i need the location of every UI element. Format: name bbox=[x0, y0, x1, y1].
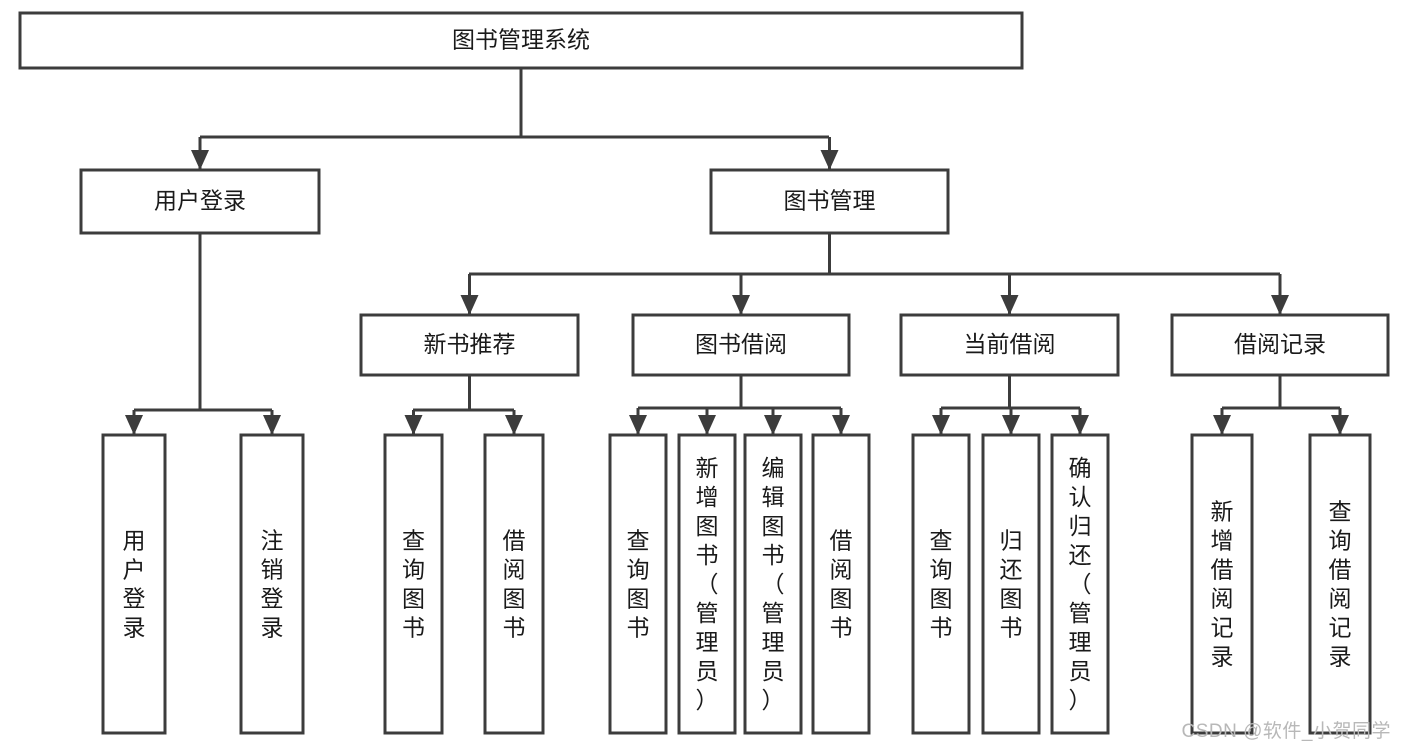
node-box-leaf-current-confirm-return bbox=[1050, 433, 1110, 735]
node-leaf-user-login[interactable]: 用户登录 bbox=[101, 433, 167, 735]
node-leaf-rec-query-book[interactable]: 查询图书 bbox=[383, 433, 444, 735]
node-box-book-manage bbox=[709, 168, 950, 235]
node-label-root: 图书管理系统 bbox=[452, 27, 590, 53]
node-box-leaf-borrow-lend-book bbox=[811, 433, 871, 735]
node-label-book-manage: 图书管理 bbox=[784, 188, 876, 214]
node-label-leaf-rec-borrow-book: 借阅图书 bbox=[503, 528, 526, 641]
node-book-manage[interactable]: 图书管理 bbox=[709, 168, 950, 235]
node-leaf-record-query[interactable]: 查询借阅记录 bbox=[1308, 433, 1372, 735]
node-user-login[interactable]: 用户登录 bbox=[79, 168, 321, 235]
arrow-icon-leaf-current-query-book bbox=[932, 415, 950, 435]
node-book-borrow[interactable]: 图书借阅 bbox=[631, 313, 851, 377]
node-label-leaf-user-logout: 注销登录 bbox=[261, 528, 284, 641]
arrow-icon-leaf-borrow-add-book bbox=[698, 415, 716, 435]
arrow-icon-leaf-rec-borrow-book bbox=[505, 415, 523, 435]
node-box-leaf-rec-query-book bbox=[383, 433, 444, 735]
node-label-user-login: 用户登录 bbox=[154, 188, 246, 214]
node-label-leaf-borrow-add-book: 新增图书（管理员） bbox=[696, 455, 719, 713]
node-label-leaf-user-login: 用户登录 bbox=[123, 528, 146, 641]
arrow-icon-leaf-borrow-lend-book bbox=[832, 415, 850, 435]
node-leaf-record-add[interactable]: 新增借阅记录 bbox=[1190, 433, 1254, 735]
node-box-root bbox=[18, 11, 1024, 70]
node-leaf-current-return-book[interactable]: 归还图书 bbox=[981, 433, 1041, 735]
arrow-icon-book-manage bbox=[820, 150, 839, 170]
node-leaf-rec-borrow-book[interactable]: 借阅图书 bbox=[483, 433, 545, 735]
node-borrow-record[interactable]: 借阅记录 bbox=[1170, 313, 1390, 377]
node-label-leaf-borrow-edit-book: 编辑图书（管理员） bbox=[762, 455, 785, 713]
node-root[interactable]: 图书管理系统 bbox=[18, 11, 1024, 70]
node-label-borrow-record: 借阅记录 bbox=[1234, 331, 1326, 357]
arrow-icon-book-borrow bbox=[732, 295, 750, 315]
connectors-layer bbox=[125, 68, 1349, 435]
arrow-icon-leaf-borrow-query-book bbox=[629, 415, 647, 435]
node-box-borrow-record bbox=[1170, 313, 1390, 377]
node-leaf-borrow-query-book[interactable]: 查询图书 bbox=[608, 433, 668, 735]
node-leaf-user-logout[interactable]: 注销登录 bbox=[239, 433, 305, 735]
node-box-leaf-record-query bbox=[1308, 433, 1372, 735]
node-box-leaf-borrow-add-book bbox=[677, 433, 737, 735]
node-leaf-current-query-book[interactable]: 查询图书 bbox=[911, 433, 971, 735]
node-box-leaf-borrow-query-book bbox=[608, 433, 668, 735]
node-box-current-borrow bbox=[899, 313, 1120, 377]
nodes-layer: 图书管理系统用户登录图书管理新书推荐图书借阅当前借阅借阅记录用户登录注销登录查询… bbox=[18, 11, 1390, 735]
arrow-icon-user-login bbox=[191, 150, 209, 170]
arrow-icon-leaf-user-logout bbox=[263, 415, 281, 435]
arrow-icon-leaf-current-confirm-return bbox=[1071, 415, 1089, 435]
arrow-icon-leaf-record-add bbox=[1213, 415, 1231, 435]
node-box-user-login bbox=[79, 168, 321, 235]
node-label-leaf-borrow-lend-book: 借阅图书 bbox=[830, 528, 853, 641]
arrow-icon-borrow-record bbox=[1271, 295, 1289, 315]
node-leaf-borrow-lend-book[interactable]: 借阅图书 bbox=[811, 433, 871, 735]
arrow-icon-current-borrow bbox=[1000, 295, 1019, 315]
arrow-icon-leaf-current-return-book bbox=[1002, 415, 1020, 435]
node-box-leaf-user-login bbox=[101, 433, 167, 735]
node-new-book-rec[interactable]: 新书推荐 bbox=[359, 313, 580, 377]
node-box-leaf-rec-borrow-book bbox=[483, 433, 545, 735]
node-leaf-current-confirm-return[interactable]: 确认归还（管理员） bbox=[1050, 433, 1110, 735]
node-label-leaf-record-add: 新增借阅记录 bbox=[1211, 499, 1234, 670]
node-box-leaf-record-add bbox=[1190, 433, 1254, 735]
node-leaf-borrow-add-book[interactable]: 新增图书（管理员） bbox=[677, 433, 737, 735]
node-box-leaf-user-logout bbox=[239, 433, 305, 735]
node-label-leaf-rec-query-book: 查询图书 bbox=[402, 528, 425, 641]
csdn-watermark: CSDN @软件_小贺同学 bbox=[1181, 721, 1391, 742]
node-label-leaf-current-query-book: 查询图书 bbox=[930, 528, 953, 641]
node-current-borrow[interactable]: 当前借阅 bbox=[899, 313, 1120, 377]
node-label-leaf-record-query: 查询借阅记录 bbox=[1329, 499, 1352, 670]
node-label-current-borrow: 当前借阅 bbox=[964, 331, 1056, 357]
node-box-leaf-current-return-book bbox=[981, 433, 1041, 735]
arrow-icon-leaf-user-login bbox=[125, 415, 143, 435]
arrow-icon-new-book-rec bbox=[460, 295, 479, 315]
arrow-icon-leaf-record-query bbox=[1331, 415, 1349, 435]
arrow-icon-leaf-rec-query-book bbox=[404, 415, 423, 435]
node-box-book-borrow bbox=[631, 313, 851, 377]
node-box-leaf-borrow-edit-book bbox=[743, 433, 803, 735]
arrow-icon-leaf-borrow-edit-book bbox=[764, 415, 782, 435]
node-label-leaf-borrow-query-book: 查询图书 bbox=[627, 528, 650, 641]
node-label-new-book-rec: 新书推荐 bbox=[424, 331, 516, 357]
node-box-new-book-rec bbox=[359, 313, 580, 377]
node-box-leaf-current-query-book bbox=[911, 433, 971, 735]
node-label-leaf-current-confirm-return: 确认归还（管理员） bbox=[1069, 455, 1092, 713]
node-label-leaf-current-return-book: 归还图书 bbox=[1000, 528, 1023, 641]
node-leaf-borrow-edit-book[interactable]: 编辑图书（管理员） bbox=[743, 433, 803, 735]
node-label-book-borrow: 图书借阅 bbox=[695, 331, 787, 357]
